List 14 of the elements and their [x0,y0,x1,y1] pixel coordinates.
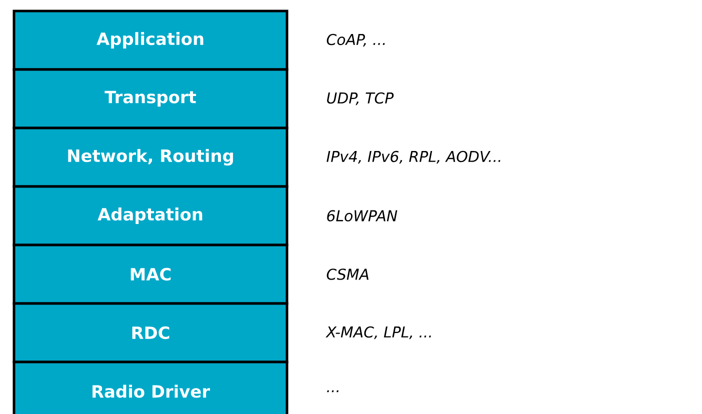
layer-box: Network, Routing [12,126,288,188]
layer-box: Adaptation [12,185,288,246]
layer-box: Radio Driver [12,360,288,414]
protocol-label: UDP, TCP [327,92,394,106]
protocol-label: X-MAC, LPL, ... [326,326,431,340]
protocol-label: 6LoWPAN [327,210,398,222]
protocol-label: CoAP, ... [326,34,385,47]
layer-box: RDC [12,302,288,364]
protocol-label: CSMA [326,268,368,280]
protocol-label: ... [327,390,338,392]
protocol-label: IPv4, IPv6, RPL, AODV... [326,150,500,164]
layer-box: Application [12,10,288,71]
layer-box: Transport [12,68,288,130]
layer-box: MAC [12,244,288,305]
